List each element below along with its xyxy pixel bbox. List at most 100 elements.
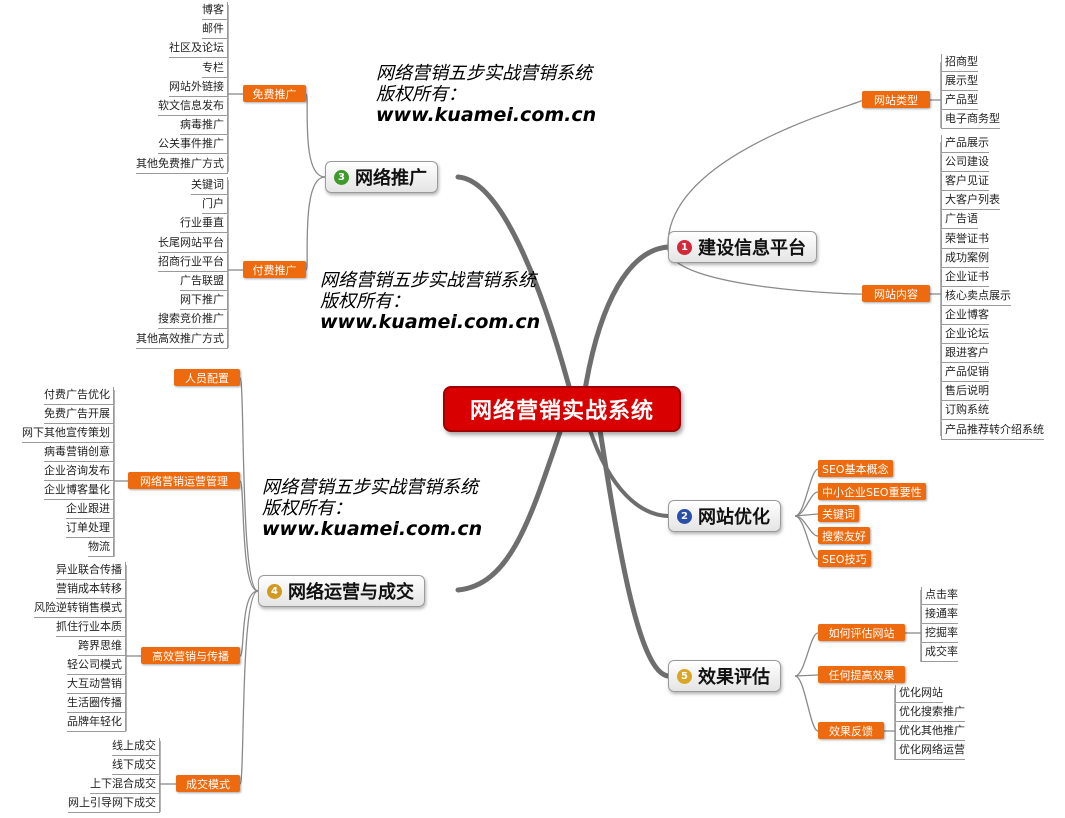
leaf-item[interactable]: 产品促销: [941, 364, 989, 383]
leaf-item[interactable]: 公司建设: [941, 154, 989, 173]
b1-group-type[interactable]: 网站类型: [862, 91, 930, 108]
leaf-item[interactable]: 其他高效推广方式: [136, 330, 228, 349]
leaf-item[interactable]: 电子商务型: [941, 111, 1000, 129]
leaf-item[interactable]: 病毒推广: [180, 117, 228, 136]
branch-1-node[interactable]: 1 建设信息平台: [668, 231, 817, 263]
watermark-rights: 版权所有：: [376, 84, 466, 105]
branch-4-node[interactable]: 4 网络运营与成交: [258, 575, 425, 607]
leaf-item[interactable]: 广告联盟: [180, 273, 228, 291]
leaf-item[interactable]: 产品推荐转介绍系统: [941, 421, 1044, 440]
b4-group-staff[interactable]: 人员配置: [174, 369, 240, 386]
leaf-item[interactable]: 企业博客量化: [44, 482, 114, 500]
number-3-badge: 3: [334, 169, 349, 185]
leaf-item[interactable]: 网上引导网下成交: [68, 795, 160, 813]
leaf-item[interactable]: 专栏: [202, 59, 228, 78]
leaf-item[interactable]: 挖掘率: [921, 625, 958, 643]
leaf-item[interactable]: 优化网站: [895, 685, 943, 703]
number-1-badge: 1: [677, 239, 692, 255]
leaf-item[interactable]: 优化网络运营: [895, 742, 965, 760]
leaf-item[interactable]: 品牌年轻化: [67, 714, 126, 732]
b2-item[interactable]: 搜索友好: [818, 527, 870, 544]
leaf-item[interactable]: 门户: [202, 196, 228, 215]
b1-group-content[interactable]: 网站内容: [862, 285, 930, 302]
number-2-badge: 2: [677, 508, 692, 524]
leaf-item[interactable]: 网下其他宣传策划: [22, 425, 114, 443]
leaf-item[interactable]: 关键词: [191, 177, 228, 195]
leaf-item[interactable]: 线下成交: [112, 757, 160, 775]
leaf-item[interactable]: 成交率: [921, 644, 958, 662]
leaf-item[interactable]: 订单处理: [66, 520, 114, 538]
leaf-item[interactable]: 企业跟进: [66, 501, 114, 519]
leaf-item[interactable]: 上下混合成交: [90, 776, 160, 794]
leaf-item[interactable]: 企业论坛: [941, 326, 989, 344]
leaf-item[interactable]: 付费广告优化: [44, 387, 114, 405]
watermark-rights: 版权所有：: [320, 291, 410, 312]
b3-group-free[interactable]: 免费推广: [243, 85, 306, 102]
leaf-item[interactable]: 生活圈传播: [67, 695, 126, 713]
b5-group-feedback[interactable]: 效果反馈: [818, 722, 884, 739]
leaf-item[interactable]: 荣誉证书: [941, 230, 989, 249]
b4-group-operations[interactable]: 网络营销运营管理: [128, 472, 240, 489]
leaf-item[interactable]: 病毒营销创意: [44, 444, 114, 462]
center-node[interactable]: 网络营销实战系统: [443, 386, 681, 432]
leaf-item[interactable]: 软文信息发布: [158, 98, 228, 116]
leaf-item[interactable]: 网站外链接: [169, 78, 228, 97]
leaf-item[interactable]: 免费广告开展: [44, 406, 114, 424]
leaf-item[interactable]: 售后说明: [941, 383, 989, 402]
leaf-item[interactable]: 广告语: [941, 211, 978, 230]
leaf-item[interactable]: 博客: [202, 2, 228, 20]
watermark-title: 网络营销五步实战营销系统: [262, 477, 478, 498]
leaf-item[interactable]: 线上成交: [112, 738, 160, 756]
b5-group-evaluate[interactable]: 如何评估网站: [818, 624, 905, 641]
leaf-item[interactable]: 风险逆转销售模式: [34, 600, 126, 618]
leaf-item[interactable]: 优化其他推广: [895, 723, 965, 741]
leaf-item[interactable]: 轻公司模式: [67, 657, 126, 675]
b4-group-marketing[interactable]: 高效营销与传播: [141, 647, 240, 664]
leaf-item[interactable]: 企业博客: [941, 306, 989, 325]
leaf-item[interactable]: 营销成本转移: [56, 581, 126, 599]
b2-item[interactable]: 中小企业SEO重要性: [818, 483, 926, 500]
leaf-item[interactable]: 展示型: [941, 73, 978, 91]
number-5-badge: 5: [677, 668, 692, 684]
leaf-item[interactable]: 招商行业平台: [158, 253, 228, 272]
leaf-item[interactable]: 跟进客户: [941, 345, 989, 364]
b3-group-paid[interactable]: 付费推广: [243, 261, 306, 278]
b2-item[interactable]: SEO技巧: [818, 550, 871, 567]
leaf-item[interactable]: 成功案例: [941, 249, 989, 268]
b2-item[interactable]: 关键词: [818, 505, 859, 522]
leaf-item[interactable]: 核心卖点展示: [941, 287, 1011, 306]
leaf-item[interactable]: 搜索竞价推广: [158, 311, 228, 330]
leaf-item[interactable]: 产品展示: [941, 135, 989, 153]
branch-3-node[interactable]: 3 网络推广: [325, 161, 438, 193]
watermark-url: www.kuamei.com.cn: [262, 518, 483, 540]
leaf-item[interactable]: 订购系统: [941, 402, 989, 421]
leaf-item[interactable]: 社区及论坛: [169, 40, 228, 59]
leaf-item[interactable]: 长尾网站平台: [158, 234, 228, 253]
leaf-item[interactable]: 物流: [88, 539, 114, 557]
leaf-item[interactable]: 其他免费推广方式: [136, 155, 228, 174]
leaf-item[interactable]: 异业联合传播: [56, 562, 126, 580]
leaf-item[interactable]: 优化搜索推广: [895, 704, 965, 722]
leaf-item[interactable]: 客户见证: [941, 173, 989, 192]
leaf-item[interactable]: 点击率: [921, 587, 958, 605]
watermark-rights: 版权所有：: [262, 498, 352, 519]
leaf-item[interactable]: 企业咨询发布: [44, 463, 114, 481]
leaf-item[interactable]: 企业证书: [941, 268, 989, 287]
branch-5-node[interactable]: 5 效果评估: [668, 660, 781, 692]
leaf-item[interactable]: 抓住行业本质: [56, 619, 126, 637]
watermark-2: 网络营销五步实战营销系统 版权所有： www.kuamei.com.cn: [320, 270, 540, 333]
leaf-item[interactable]: 网下推广: [180, 292, 228, 311]
leaf-item[interactable]: 接通率: [921, 606, 958, 624]
leaf-item[interactable]: 行业垂直: [180, 215, 228, 234]
b5-group-improve[interactable]: 任何提高效果: [818, 666, 905, 683]
leaf-item[interactable]: 产品型: [941, 92, 978, 110]
b2-item[interactable]: SEO基本概念: [818, 460, 893, 477]
b4-group-deal[interactable]: 成交模式: [176, 775, 240, 792]
leaf-item[interactable]: 跨界思维: [78, 638, 126, 656]
leaf-item[interactable]: 招商型: [941, 54, 978, 72]
leaf-item[interactable]: 大客户列表: [941, 192, 1000, 211]
leaf-item[interactable]: 公关事件推广: [158, 136, 228, 155]
leaf-item[interactable]: 大互动营销: [67, 676, 126, 694]
branch-2-node[interactable]: 2 网站优化: [668, 500, 781, 532]
leaf-item[interactable]: 邮件: [202, 21, 228, 40]
